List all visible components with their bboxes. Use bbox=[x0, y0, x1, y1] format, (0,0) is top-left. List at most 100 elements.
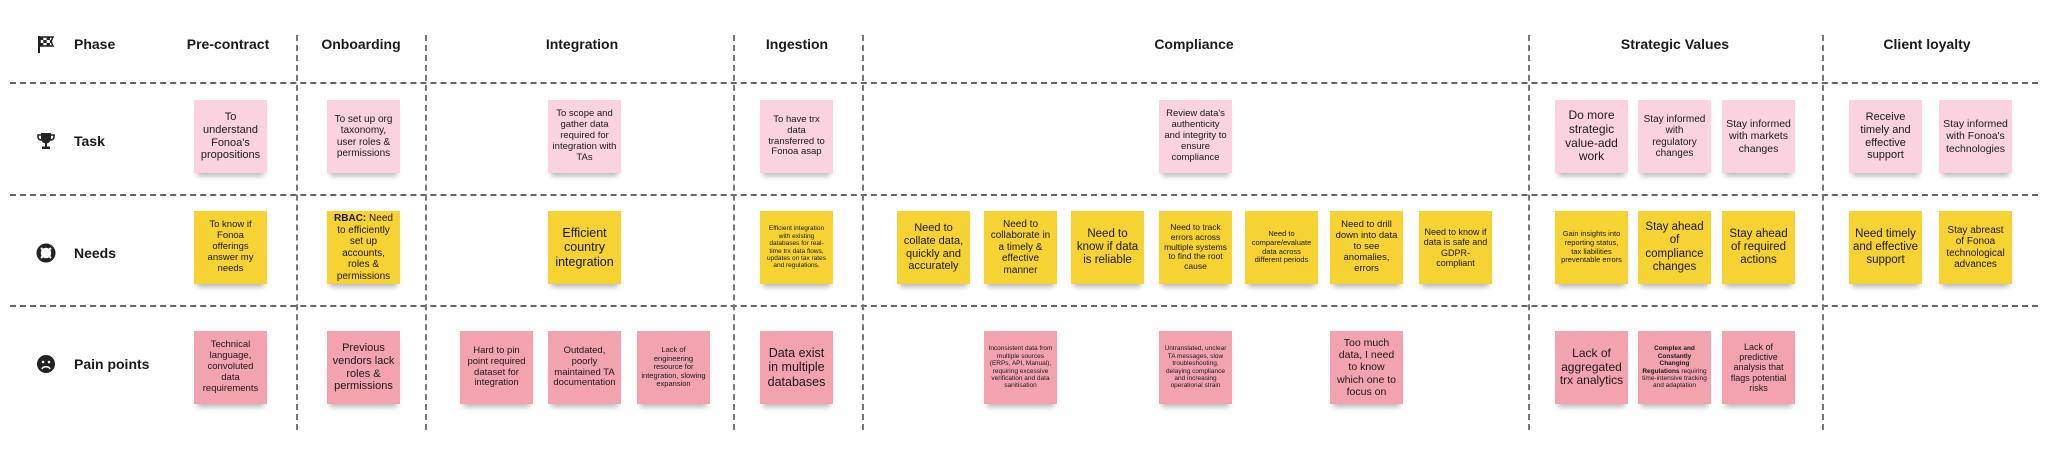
note-text: Hard to pin point required dataset for i… bbox=[467, 344, 526, 389]
needs-note[interactable]: Need to drill down into data to see anom… bbox=[1330, 211, 1403, 284]
lifebuoy-icon bbox=[36, 243, 56, 263]
note-text: Need to collaborate in a timely & effect… bbox=[990, 218, 1051, 276]
needs-note[interactable]: RBAC: Need to efficiently set up account… bbox=[327, 211, 400, 284]
note-text: Stay informed with regulatory changes bbox=[1643, 113, 1706, 160]
needs-row-title: Needs bbox=[74, 245, 117, 261]
sad-face-icon bbox=[37, 355, 55, 373]
pain-note[interactable]: Inconsistent data from multiple sources … bbox=[984, 331, 1057, 404]
task-row-label: Task bbox=[36, 131, 105, 151]
note-text: Stay informed with markets changes bbox=[1726, 118, 1791, 155]
pain-note[interactable]: Untranslated, unclear TA messages, slow … bbox=[1159, 331, 1232, 404]
note-text: To understand Fonoa's propositions bbox=[200, 111, 261, 162]
pain-points-row-label: Pain points bbox=[36, 354, 149, 374]
task-note[interactable]: Stay informed with Fonoa's technologies bbox=[1939, 100, 2012, 173]
task-note[interactable]: To have trx data transferred to Fonoa as… bbox=[760, 100, 833, 173]
needs-note[interactable]: Stay ahead of compliance changes bbox=[1638, 211, 1711, 284]
pain-note[interactable]: Technical language, convoluted data requ… bbox=[194, 331, 267, 404]
needs-note[interactable]: Efficient integration with existing data… bbox=[760, 211, 833, 284]
column-divider bbox=[1528, 35, 1530, 430]
note-text: Need to compare/evaluate data across dif… bbox=[1251, 229, 1312, 265]
needs-note[interactable]: Efficient country integration bbox=[548, 211, 621, 284]
rbac-text: Need to efficiently set up accounts, rol… bbox=[336, 213, 393, 282]
note-text: Outdated, poorly maintained TA documenta… bbox=[553, 344, 616, 389]
pain-note[interactable]: Hard to pin point required dataset for i… bbox=[460, 331, 533, 404]
task-note[interactable]: To understand Fonoa's propositions bbox=[194, 100, 267, 173]
pain-note[interactable]: Data exist in multiple databases bbox=[760, 331, 833, 404]
note-text: Stay ahead of required actions bbox=[1729, 227, 1788, 267]
note-text: Need to know if data is reliable bbox=[1076, 227, 1139, 267]
needs-row-label: Needs bbox=[36, 243, 116, 263]
row-divider-needs bbox=[10, 305, 2038, 307]
phase-strategic-values: Strategic Values bbox=[1620, 36, 1730, 52]
note-text: Need to track errors across multiple sys… bbox=[1164, 222, 1227, 272]
regulations-label: Complex and Constantly Changing Regulati… bbox=[1642, 345, 1695, 375]
phase-integration: Integration bbox=[545, 36, 619, 52]
note-text: Data exist in multiple databases bbox=[767, 345, 826, 389]
note-text: Previous vendors lack roles & permission… bbox=[332, 342, 395, 393]
needs-note[interactable]: Gain insights into reporting status, tax… bbox=[1555, 211, 1628, 284]
trophy-icon bbox=[37, 133, 55, 149]
note-text: To set up org taxonomy, user roles & per… bbox=[334, 113, 393, 160]
note-text: Stay ahead of compliance changes bbox=[1645, 221, 1704, 273]
note-text: Stay abreast of Fonoa technological adva… bbox=[1946, 224, 2005, 271]
needs-note[interactable]: Need to know if data is reliable bbox=[1071, 211, 1144, 284]
note-text: Inconsistent data from multiple sources … bbox=[988, 345, 1053, 390]
phase-onboarding: Onboarding bbox=[321, 36, 401, 52]
note-text: Receive timely and effective support bbox=[1860, 111, 1911, 162]
note-text: To know if Fonoa offerings answer my nee… bbox=[207, 219, 254, 274]
note-text: Review data's authenticity and integrity… bbox=[1164, 108, 1227, 163]
note-text: Need timely and effective support bbox=[1853, 227, 1919, 267]
phase-pre-contract: Pre-contract bbox=[186, 36, 270, 52]
note-text: Need to collate data, quickly and accura… bbox=[903, 222, 964, 273]
rbac-label: RBAC: bbox=[334, 213, 367, 224]
pain-note[interactable]: Outdated, poorly maintained TA documenta… bbox=[548, 331, 621, 404]
note-text: Gain insights into reporting status, tax… bbox=[1561, 229, 1622, 265]
note-text: To have trx data transferred to Fonoa as… bbox=[768, 113, 825, 158]
phase-ingestion: Ingestion bbox=[765, 36, 829, 52]
task-note[interactable]: Review data's authenticity and integrity… bbox=[1159, 100, 1232, 173]
column-divider bbox=[862, 35, 864, 430]
needs-note[interactable]: Stay abreast of Fonoa technological adva… bbox=[1939, 211, 2012, 284]
needs-note[interactable]: Need to compare/evaluate data across dif… bbox=[1245, 211, 1318, 284]
note-text: RBAC: Need to efficiently set up account… bbox=[331, 213, 396, 282]
phase-compliance: Compliance bbox=[1154, 36, 1234, 52]
needs-note[interactable]: Need to know if data is safe and GDPR-co… bbox=[1419, 211, 1492, 284]
needs-note[interactable]: To know if Fonoa offerings answer my nee… bbox=[194, 211, 267, 284]
pain-note[interactable]: Lack of predictive analysis that flags p… bbox=[1722, 331, 1795, 404]
note-text: Complex and Constantly Changing Regulati… bbox=[1642, 345, 1707, 390]
needs-note[interactable]: Need to collate data, quickly and accura… bbox=[897, 211, 970, 284]
phase-label: Phase bbox=[36, 34, 115, 54]
note-text: Lack of predictive analysis that flags p… bbox=[1730, 341, 1787, 394]
pain-points-row-title: Pain points bbox=[74, 356, 150, 372]
row-divider-task bbox=[10, 194, 2038, 196]
note-text: Efficient country integration bbox=[555, 225, 614, 269]
task-row-title: Task bbox=[74, 133, 105, 149]
pain-note[interactable]: Too much data, I need to know which one … bbox=[1330, 331, 1403, 404]
column-divider bbox=[1822, 35, 1824, 430]
note-text: Lack of engineering resource for integra… bbox=[641, 344, 706, 389]
checkered-flag-icon bbox=[38, 36, 55, 53]
note-text: Need to know if data is safe and GDPR-co… bbox=[1423, 226, 1488, 268]
task-note[interactable]: Stay informed with regulatory changes bbox=[1638, 100, 1711, 173]
note-text: Stay informed with Fonoa's technologies bbox=[1943, 118, 2008, 155]
task-note[interactable]: Stay informed with markets changes bbox=[1722, 100, 1795, 173]
needs-note[interactable]: Need to track errors across multiple sys… bbox=[1159, 211, 1232, 284]
regulations-text: requiring time-intensive tracking and ad… bbox=[1642, 367, 1707, 390]
column-divider bbox=[296, 35, 298, 430]
needs-note[interactable]: Need to collaborate in a timely & effect… bbox=[984, 211, 1057, 284]
pain-note[interactable]: Complex and Constantly Changing Regulati… bbox=[1638, 331, 1711, 404]
pain-note[interactable]: Lack of engineering resource for integra… bbox=[637, 331, 710, 404]
phase-client-loyalty: Client loyalty bbox=[1883, 36, 1971, 52]
task-note[interactable]: To scope and gather data required for in… bbox=[548, 100, 621, 173]
pain-note[interactable]: Lack of aggregated trx analytics bbox=[1555, 331, 1628, 404]
needs-note[interactable]: Stay ahead of required actions bbox=[1722, 211, 1795, 284]
task-note[interactable]: To set up org taxonomy, user roles & per… bbox=[327, 100, 400, 173]
needs-note[interactable]: Need timely and effective support bbox=[1849, 211, 1922, 284]
column-divider bbox=[733, 35, 735, 430]
pain-note[interactable]: Previous vendors lack roles & permission… bbox=[327, 331, 400, 404]
task-note[interactable]: Do more strategic value-add work bbox=[1555, 100, 1628, 173]
task-note[interactable]: Receive timely and effective support bbox=[1849, 100, 1922, 173]
note-text: Do more strategic value-add work bbox=[1565, 107, 1618, 164]
note-text: Lack of aggregated trx analytics bbox=[1559, 345, 1624, 388]
note-text: Too much data, I need to know which one … bbox=[1337, 337, 1396, 398]
